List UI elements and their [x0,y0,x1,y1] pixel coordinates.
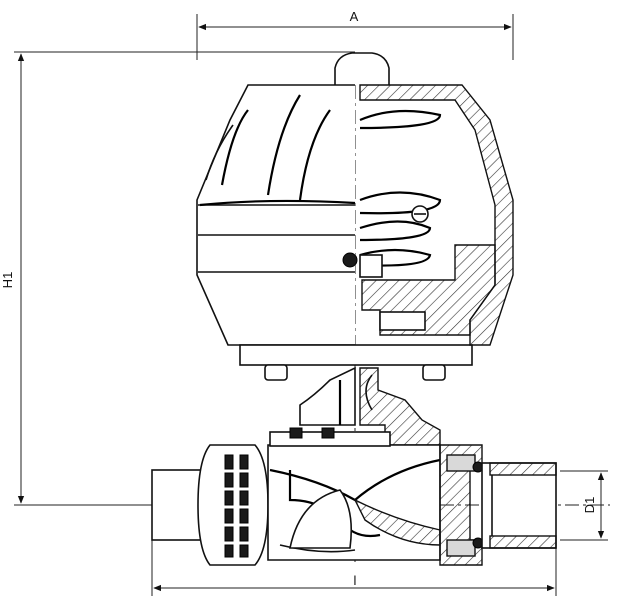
dimension-a-label: A [350,9,359,24]
body-bolt-2 [321,427,335,439]
dimension-d1: D1 [560,470,608,541]
actuator-housing-left [196,84,355,346]
flange-bolt-left [264,364,288,381]
dimension-h1-label: H1 [0,272,15,289]
right-socket [481,462,557,549]
actuator [196,52,514,381]
actuator-top-cap [334,52,390,85]
bonnet [299,366,441,446]
dimension-d1-label: D1 [582,497,597,514]
dimension-h1: H1 [0,51,355,506]
dimension-l-label: l [354,573,357,588]
union-nut-ribs [224,454,249,558]
actuator-spring [359,109,442,267]
valve-body [151,427,557,566]
flange-bolt-right [422,364,446,381]
actuator-stem-nut [342,252,358,268]
body-bolt-1 [289,427,303,439]
actuator-bottom-flange [239,344,473,366]
